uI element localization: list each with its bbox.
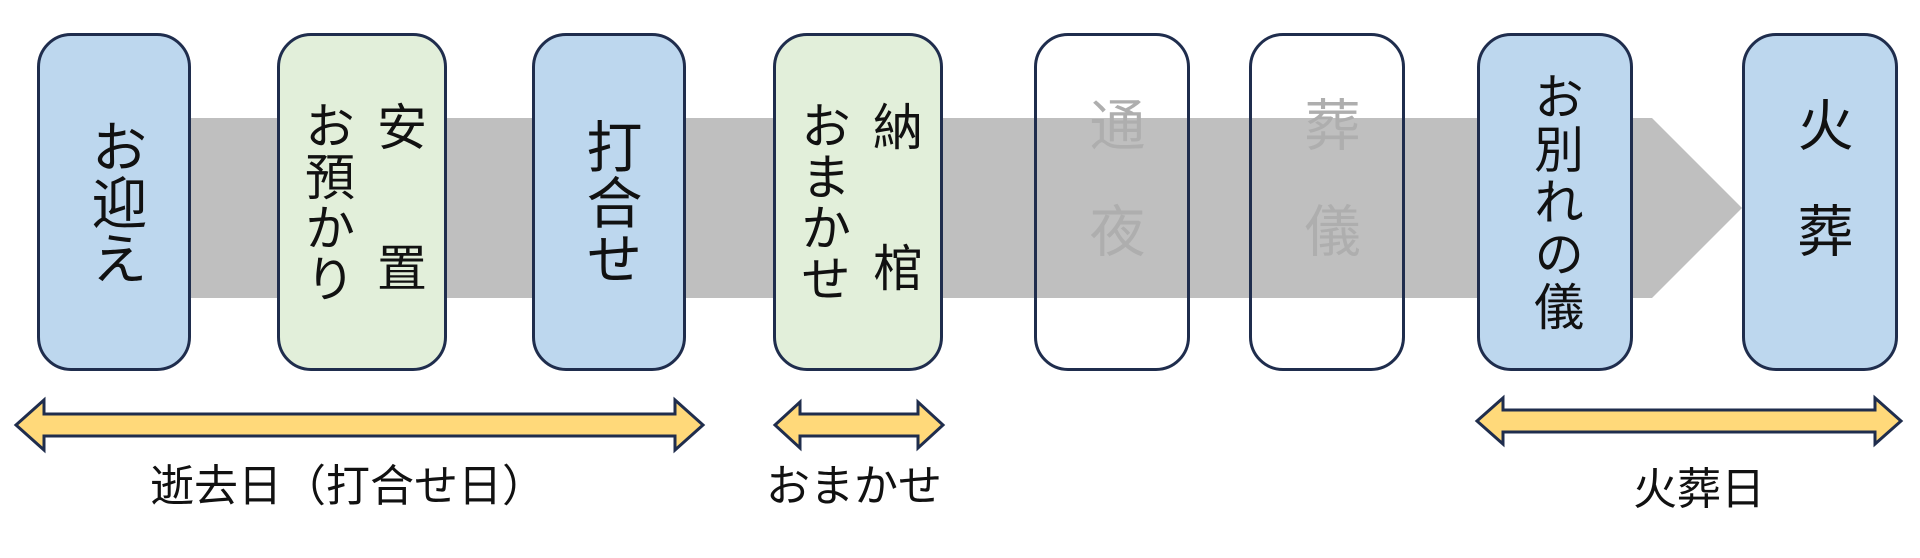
step-kasou-label: 火葬 <box>1788 95 1853 309</box>
step-uchiawase: 打合せ <box>532 33 686 371</box>
step-anchi: 安 置 お預かり <box>277 33 447 371</box>
range-label-omakase: おまかせ <box>766 461 942 512</box>
step-nokan-sublabel: おまかせ <box>793 100 851 304</box>
range-arrow-deathday <box>13 396 706 454</box>
step-omukae: お迎え <box>37 33 191 371</box>
step-uchiawase-label: 打合せ <box>577 118 642 286</box>
step-anchi-label: 安 置 <box>369 100 427 330</box>
range-arrow-cremation-day <box>1474 394 1904 448</box>
step-nokan: 納 棺 おまかせ <box>773 33 943 371</box>
range-arrow-omakase <box>772 398 946 452</box>
step-owakare: お別れの儀 <box>1477 33 1633 371</box>
step-anchi-sublabel: お預かり <box>297 100 355 304</box>
step-kasou: 火葬 <box>1742 33 1898 371</box>
step-tsuya: 通夜 <box>1034 33 1190 371</box>
step-owakare-label: お別れの儀 <box>1526 70 1584 334</box>
step-sougi-label: 葬儀 <box>1295 95 1360 309</box>
step-tsuya-label: 通夜 <box>1080 95 1145 309</box>
step-omukae-label: お迎え <box>82 118 147 286</box>
step-sougi: 葬儀 <box>1249 33 1405 371</box>
step-nokan-label: 納 棺 <box>865 100 923 330</box>
range-label-cremation-day: 火葬日 <box>1633 464 1765 515</box>
range-label-deathday: 逝去日（打合せ日） <box>150 461 546 512</box>
